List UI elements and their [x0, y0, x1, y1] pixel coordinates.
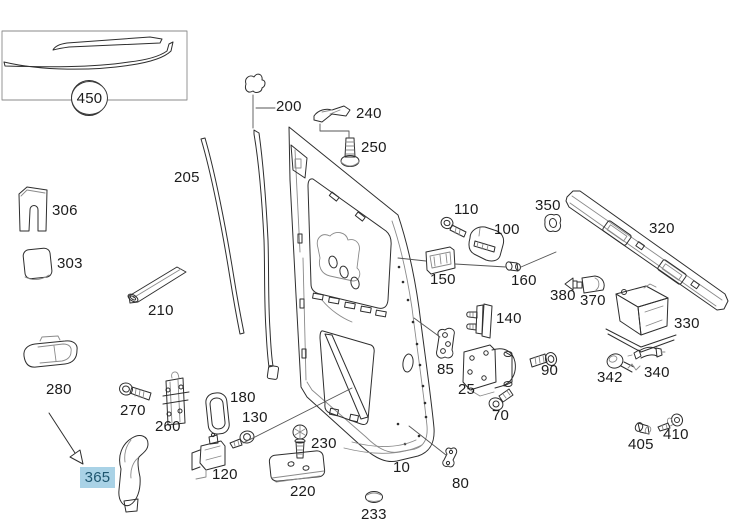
part-260-drawing [163, 372, 189, 425]
part-label-365[interactable]: 365 [80, 467, 115, 488]
part-280-drawing [24, 336, 77, 367]
part-85-drawing [437, 328, 455, 358]
part-label-140[interactable]: 140 [496, 310, 522, 327]
part-410-drawing [658, 413, 684, 431]
part-label-100[interactable]: 100 [494, 221, 520, 238]
part-label-160[interactable]: 160 [511, 272, 537, 289]
part-label-220[interactable]: 220 [290, 483, 316, 500]
part-405-drawing [634, 421, 652, 434]
part-label-210[interactable]: 210 [148, 302, 174, 319]
part-250-drawing [341, 138, 359, 167]
part-label-10[interactable]: 10 [393, 459, 411, 476]
part-150-drawing [426, 247, 455, 274]
selection-arrow [49, 413, 83, 464]
part-label-70[interactable]: 70 [492, 407, 510, 424]
part-220-drawing [269, 450, 325, 482]
part-342-drawing [605, 352, 640, 372]
part-label-260[interactable]: 260 [155, 418, 181, 435]
part-270-drawing [118, 382, 151, 400]
part-70-drawing [487, 389, 513, 412]
part-label-340[interactable]: 340 [644, 364, 670, 381]
part-320-drawing [566, 191, 728, 310]
part-25-drawing [463, 345, 515, 396]
part-110-drawing [439, 216, 466, 237]
part-label-130[interactable]: 130 [242, 409, 268, 426]
part-365-drawing [119, 436, 148, 512]
part-160-drawing [505, 261, 521, 271]
part-130-drawing [230, 430, 255, 448]
door-panel-drawing [289, 127, 434, 462]
part-120-drawing [192, 433, 225, 479]
part-240-drawing [314, 106, 350, 137]
part-label-306[interactable]: 306 [52, 202, 78, 219]
part-label-200[interactable]: 200 [276, 98, 302, 115]
part-label-330[interactable]: 330 [674, 315, 700, 332]
part-205-drawing [201, 138, 244, 334]
part-label-320[interactable]: 320 [649, 220, 675, 237]
part-label-270[interactable]: 270 [120, 402, 146, 419]
part-label-350[interactable]: 350 [535, 197, 561, 214]
leader-lines [243, 252, 556, 455]
part-370-drawing [577, 276, 604, 293]
part-label-25[interactable]: 25 [458, 381, 476, 398]
part-label-303[interactable]: 303 [57, 255, 83, 272]
part-label-90[interactable]: 90 [541, 362, 559, 379]
part-80-drawing [443, 448, 457, 467]
part-210-drawing [127, 267, 186, 303]
part-90-drawing [530, 351, 558, 367]
part-200-drawing [245, 74, 278, 379]
part-label-110[interactable]: 110 [454, 201, 479, 218]
part-340-drawing [628, 347, 665, 359]
part-label-410[interactable]: 410 [663, 426, 689, 443]
part-350-drawing [545, 214, 561, 231]
part-233-drawing [366, 492, 383, 503]
part-label-342[interactable]: 342 [597, 369, 623, 386]
part-label-230[interactable]: 230 [311, 435, 337, 452]
part-label-370[interactable]: 370 [580, 292, 606, 309]
part-label-380[interactable]: 380 [550, 287, 576, 304]
part-label-280[interactable]: 280 [46, 381, 72, 398]
part-label-180[interactable]: 180 [230, 389, 256, 406]
part-140-drawing [467, 304, 492, 338]
part-label-450[interactable]: 450 [71, 81, 108, 115]
part-label-150[interactable]: 150 [430, 271, 456, 288]
part-label-205[interactable]: 205 [174, 169, 200, 186]
part-label-240[interactable]: 240 [356, 105, 382, 122]
part-303-drawing [23, 248, 53, 280]
part-label-80[interactable]: 80 [452, 475, 470, 492]
part-label-120[interactable]: 120 [212, 466, 238, 483]
part-label-85[interactable]: 85 [437, 361, 455, 378]
part-label-405[interactable]: 405 [628, 436, 654, 453]
part-306-drawing [19, 187, 47, 231]
part-100-drawing [469, 227, 504, 261]
part-180-drawing [205, 392, 230, 435]
part-230-drawing [293, 425, 307, 458]
part-label-250[interactable]: 250 [361, 139, 387, 156]
part-330-drawing [606, 284, 676, 352]
part-label-233[interactable]: 233 [361, 506, 387, 523]
